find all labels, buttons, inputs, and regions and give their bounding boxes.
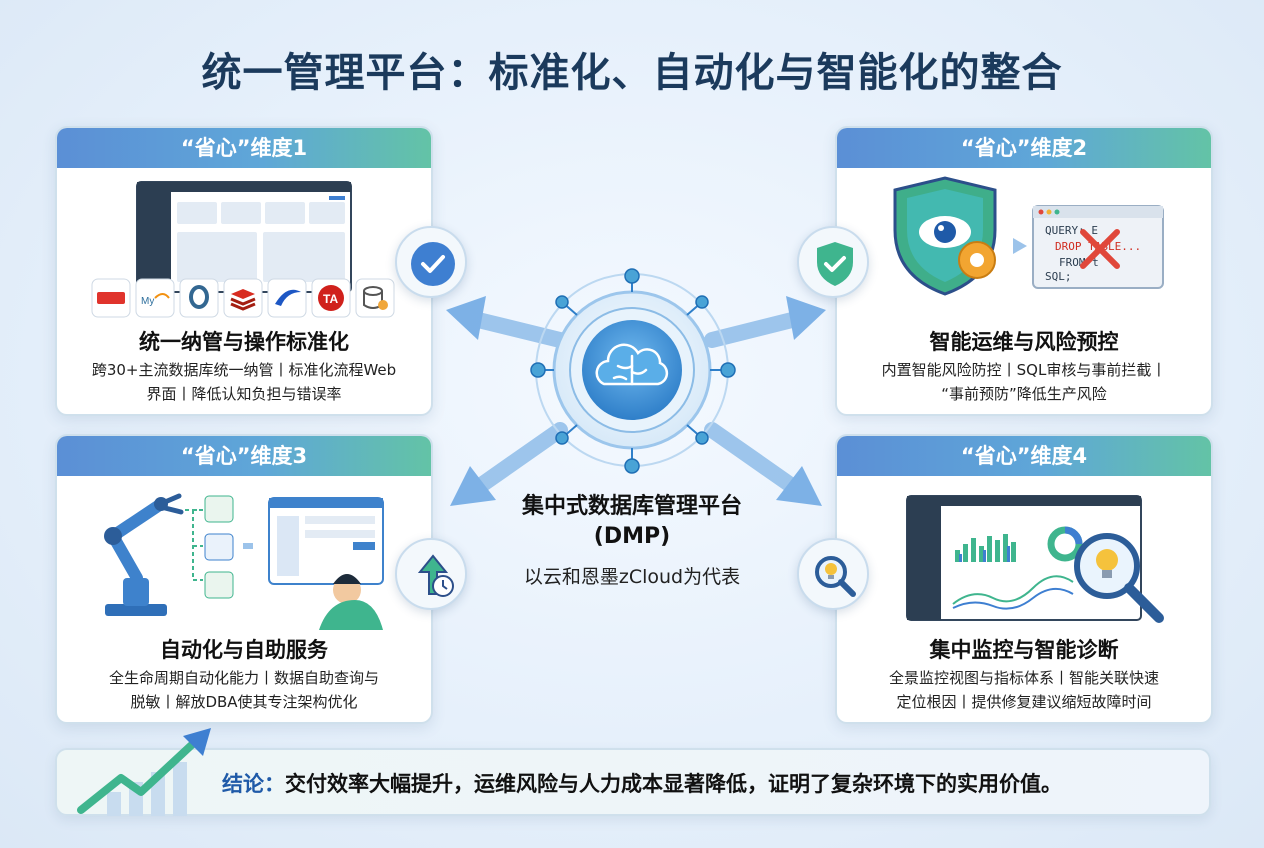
card-header: “省心”维度4 — [837, 436, 1211, 476]
center-title-line2: (DMP) — [593, 524, 671, 549]
card-heading: 统一纳管与操作标准化 — [139, 330, 349, 354]
conclusion-banner: 结论：交付效率大幅提升，运维风险与人力成本显著降低，证明了复杂环境下的实用价值。 — [55, 728, 1211, 816]
center-title-line1: 集中式数据库管理平台 — [521, 494, 742, 519]
card-desc-line: 全景监控视图与指标体系丨智能关联快速 — [888, 669, 1159, 687]
redis-logo — [223, 278, 263, 318]
security-illustration: QUERY: E DROP TABLE... FROM t SQL; — [893, 176, 1164, 296]
card-description: 全生命周期自动化能力丨数据自助查询与 脱敏丨解放DBA使其专注架构优化 — [69, 666, 419, 714]
block-x-icon — [1080, 229, 1120, 269]
svg-text:My: My — [141, 296, 154, 307]
card-desc-line: 跨30+主流数据库统一纳管丨标准化流程Web — [91, 361, 397, 379]
page-title: 统一管理平台：标准化、自动化与智能化的整合 — [201, 50, 1063, 96]
card-desc-line: 内置智能风险防控丨SQL审核与事前拦截丨 — [881, 361, 1167, 379]
dashboard-illustration — [136, 181, 352, 293]
card-description: 跨30+主流数据库统一纳管丨标准化流程Web 界面丨降低认知负担与错误率 — [69, 358, 419, 406]
center-title: 集中式数据库管理平台 (DMP) — [472, 492, 792, 552]
card-desc-line: 定位根因丨提供修复建议缩短故障时间 — [896, 693, 1152, 711]
magnifier-bulb-icon — [815, 556, 856, 597]
code-line-4: SQL; — [1045, 270, 1072, 283]
shield-check-icon — [817, 242, 853, 286]
center-subtitle: 以云和恩墨zCloud为代表 — [523, 566, 741, 588]
arrow-up-clock-icon — [417, 554, 454, 597]
arrow-to-card4 — [704, 422, 822, 506]
conclusion-body: 交付效率大幅提升，运维风险与人力成本显著降低，证明了复杂环境下的实用价值。 — [285, 772, 1062, 796]
card-desc-line: 脱敏丨解放DBA使其专注架构优化 — [130, 693, 358, 711]
card-header: “省心”维度2 — [837, 128, 1211, 168]
card-description: 全景监控视图与指标体系丨智能关联快速 定位根因丨提供修复建议缩短故障时间 — [849, 666, 1199, 714]
card-heading: 集中监控与智能诊断 — [929, 638, 1119, 662]
card-heading: 智能运维与风险预控 — [929, 330, 1119, 354]
automation-illustration — [104, 493, 384, 630]
card-desc-line: “事前预防”降低生产风险 — [941, 385, 1107, 403]
card-dimension-1: “省心”维度1 My TA 统一纳管与操作标准化 跨30+主流数据库统一纳管丨标… — [55, 126, 433, 416]
card-desc-line: 界面丨降低认知负担与错误率 — [146, 385, 342, 403]
dameng-logo — [267, 278, 307, 318]
growth-arrow-icon — [77, 728, 211, 816]
conclusion-text: 结论：交付效率大幅提升，运维风险与人力成本显著降低，证明了复杂环境下的实用价值。 — [222, 768, 1062, 798]
arrow-to-card1 — [446, 296, 568, 348]
badge-magnifier — [797, 538, 869, 610]
card-header: “省心”维度1 — [57, 128, 431, 168]
arrow-to-card3 — [450, 422, 568, 506]
conclusion-label: 结论： — [222, 772, 285, 796]
oracle-logo — [91, 278, 131, 318]
card-header: “省心”维度3 — [57, 436, 431, 476]
brain-cloud-icon — [595, 343, 669, 386]
db-logo-row: My TA — [91, 278, 401, 320]
arrow-to-card2 — [704, 296, 826, 348]
card-description: 内置智能风险防控丨SQL审核与事前拦截丨 “事前预防”降低生产风险 — [849, 358, 1199, 406]
ta-logo: TA — [311, 278, 351, 318]
svg-text:TA: TA — [323, 292, 338, 306]
badge-arrow-clock — [395, 538, 467, 610]
card-dimension-2: “省心”维度2 QUERY: E DROP TABLE... FROM t SQ… — [835, 126, 1213, 416]
postgresql-logo — [179, 278, 219, 318]
card-desc-line: 全生命周期自动化能力丨数据自助查询与 — [108, 669, 379, 687]
check-circle-icon — [411, 242, 455, 286]
monitoring-illustration — [906, 495, 1164, 623]
database-logo — [355, 278, 395, 318]
mysql-logo: My — [135, 278, 175, 318]
card-heading: 自动化与自助服务 — [160, 638, 328, 662]
card-dimension-4: “省心”维度4 集中监控与智能诊断 全景监控视图与指标体系丨智能关联快速 定位根… — [835, 434, 1213, 724]
badge-shield — [797, 226, 869, 298]
card-dimension-3: “省心”维度3 自动化与自助服务 全生命周期自动化能力丨数据自助查询与 脱敏丨解… — [55, 434, 433, 724]
badge-check — [395, 226, 467, 298]
